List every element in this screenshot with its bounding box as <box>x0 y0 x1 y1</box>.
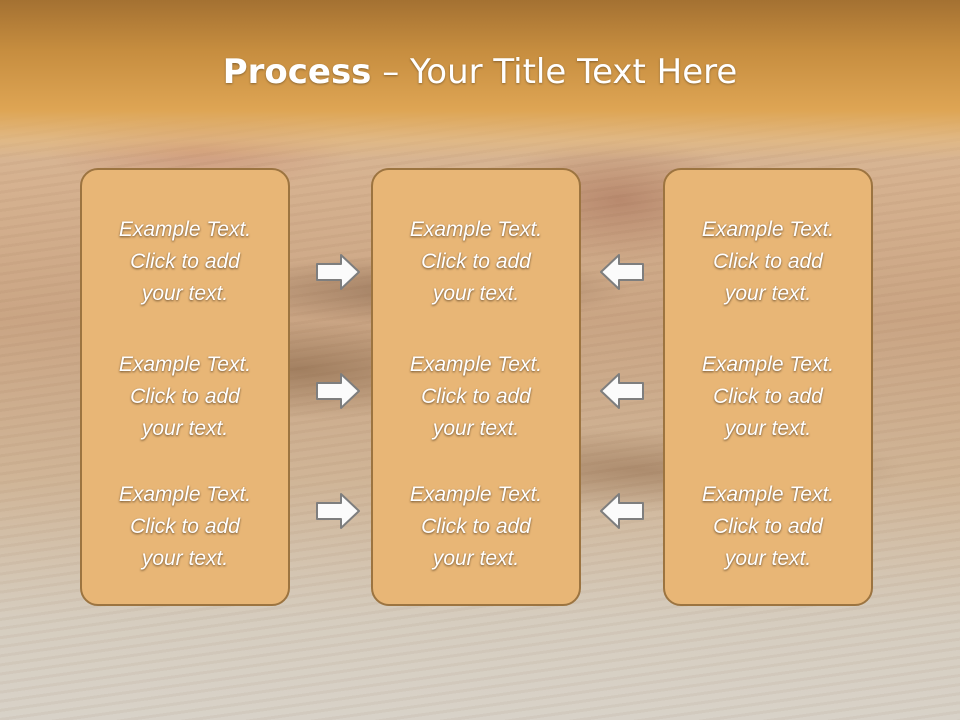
text-line: your text. <box>432 282 520 305</box>
text-block[interactable]: Example Text. Click to add your text. <box>665 214 871 310</box>
text-line: Click to add <box>713 250 823 273</box>
right-arrow-icon <box>316 493 360 529</box>
text-line: Example Text. <box>118 218 252 241</box>
text-line: Example Text. <box>409 483 543 506</box>
text-block[interactable]: Example Text. Click to add your text. <box>665 349 871 445</box>
right-arrow-icon <box>316 254 360 290</box>
text-line: your text. <box>141 547 229 570</box>
text-block[interactable]: Example Text. Click to add your text. <box>82 479 288 575</box>
text-block[interactable]: Example Text. Click to add your text. <box>665 479 871 575</box>
left-arrow-icon <box>600 254 644 290</box>
text-line: Example Text. <box>118 483 252 506</box>
text-block[interactable]: Example Text. Click to add your text. <box>82 349 288 445</box>
text-block[interactable]: Example Text. Click to add your text. <box>373 479 579 575</box>
text-line: Click to add <box>130 250 240 273</box>
text-line: Click to add <box>421 250 531 273</box>
process-box-center[interactable]: Example Text. Click to add your text. Ex… <box>371 168 581 606</box>
text-line: Click to add <box>713 385 823 408</box>
text-line: Example Text. <box>409 218 543 241</box>
text-line: your text. <box>724 282 812 305</box>
text-line: Example Text. <box>701 218 835 241</box>
text-block[interactable]: Example Text. Click to add your text. <box>373 349 579 445</box>
text-block[interactable]: Example Text. Click to add your text. <box>373 214 579 310</box>
left-arrow-icon <box>600 493 644 529</box>
text-block[interactable]: Example Text. Click to add your text. <box>82 214 288 310</box>
text-line: your text. <box>432 547 520 570</box>
title-bold: Process <box>222 52 372 92</box>
title-rest: – Your Title Text Here <box>371 52 738 92</box>
text-line: Click to add <box>130 385 240 408</box>
text-line: your text. <box>724 417 812 440</box>
text-line: your text. <box>432 417 520 440</box>
slide-title[interactable]: Process – Your Title Text Here <box>0 52 960 92</box>
process-box-right[interactable]: Example Text. Click to add your text. Ex… <box>663 168 873 606</box>
left-arrow-icon <box>600 373 644 409</box>
text-line: Click to add <box>421 385 531 408</box>
right-arrow-icon <box>316 373 360 409</box>
text-line: your text. <box>141 417 229 440</box>
text-line: Click to add <box>421 515 531 538</box>
process-box-left[interactable]: Example Text. Click to add your text. Ex… <box>80 168 290 606</box>
text-line: Example Text. <box>701 483 835 506</box>
text-line: Click to add <box>130 515 240 538</box>
text-line: Click to add <box>713 515 823 538</box>
text-line: your text. <box>724 547 812 570</box>
title-banner <box>0 0 960 160</box>
text-line: your text. <box>141 282 229 305</box>
text-line: Example Text. <box>118 353 252 376</box>
text-line: Example Text. <box>701 353 835 376</box>
text-line: Example Text. <box>409 353 543 376</box>
